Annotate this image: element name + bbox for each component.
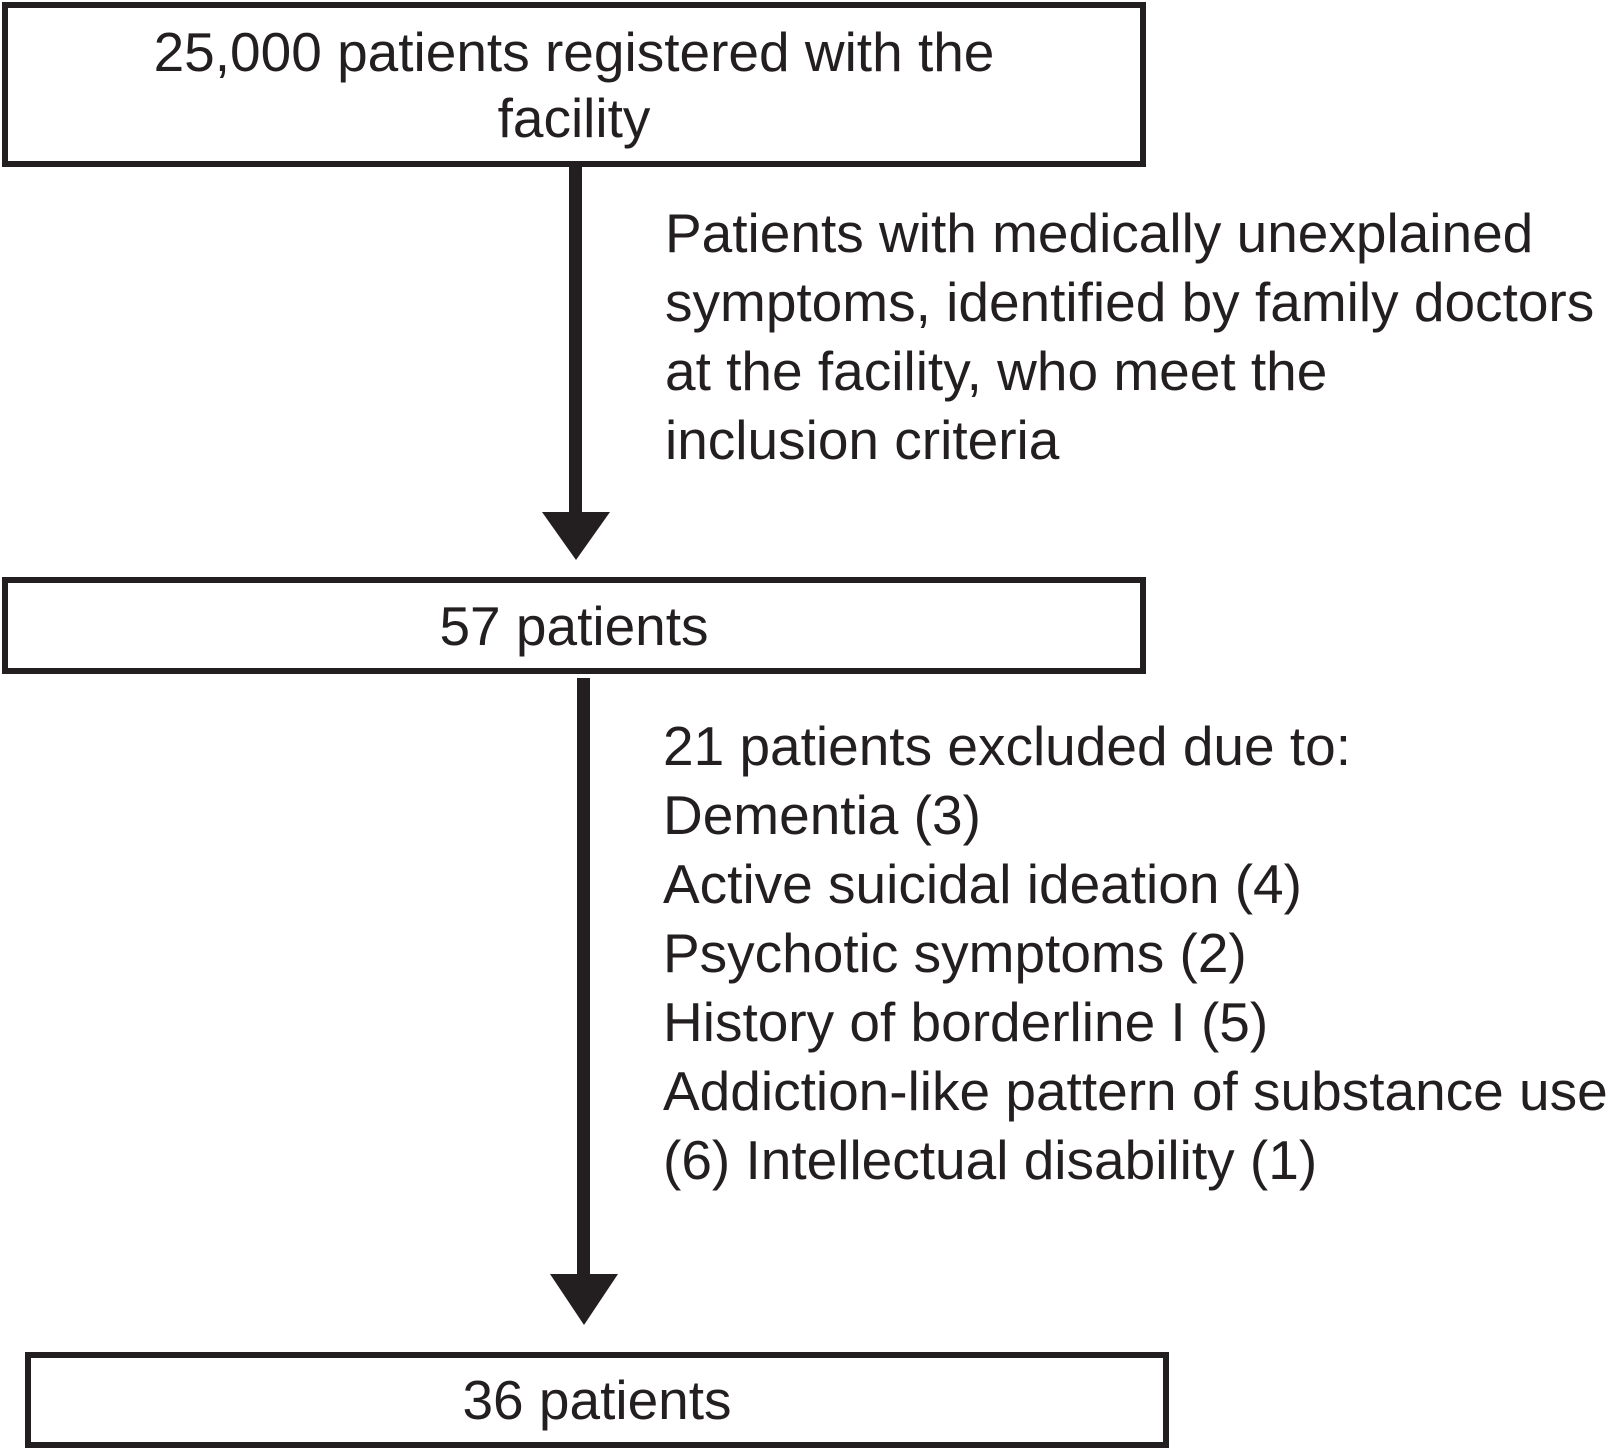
exclusion-line1: 21 patients excluded due to: [663, 715, 1352, 777]
flow-box-included-patients: 36 patients [25, 1352, 1169, 1448]
exclusion-line2: Dementia (3) [663, 784, 981, 846]
inclusion-line2: symptoms, identified by family doctors [665, 271, 1595, 333]
box-registered-line2: facility [497, 86, 651, 149]
box-included-line1: 36 patients [462, 1369, 732, 1431]
down-arrow-icon [542, 166, 610, 560]
exclusion-line3: Active suicidal ideation (4) [663, 853, 1302, 915]
inclusion-line3: at the facility, who meet the [665, 340, 1328, 402]
down-arrow-icon [550, 678, 618, 1325]
inclusion-line4: inclusion criteria [665, 409, 1060, 471]
exclusion-line7: (6) Intellectual disability (1) [663, 1129, 1318, 1191]
flow-box-registered-patients: 25,000 patients registered with the faci… [2, 2, 1146, 167]
flow-box-eligible-patients: 57 patients [2, 577, 1146, 674]
exclusion-line4: Psychotic symptoms (2) [663, 922, 1247, 984]
annotation-inclusion-criteria: Patients with medically unexplained symp… [665, 199, 1594, 475]
box-registered-line1: 25,000 patients registered with the [153, 20, 995, 83]
box-eligible-line1: 57 patients [439, 594, 709, 657]
annotation-exclusion-reasons: 21 patients excluded due to: Dementia (3… [663, 712, 1608, 1195]
exclusion-line5: History of borderline I (5) [663, 991, 1269, 1053]
inclusion-line1: Patients with medically unexplained [665, 202, 1534, 264]
exclusion-line6: Addiction-like pattern of substance use [663, 1060, 1608, 1122]
